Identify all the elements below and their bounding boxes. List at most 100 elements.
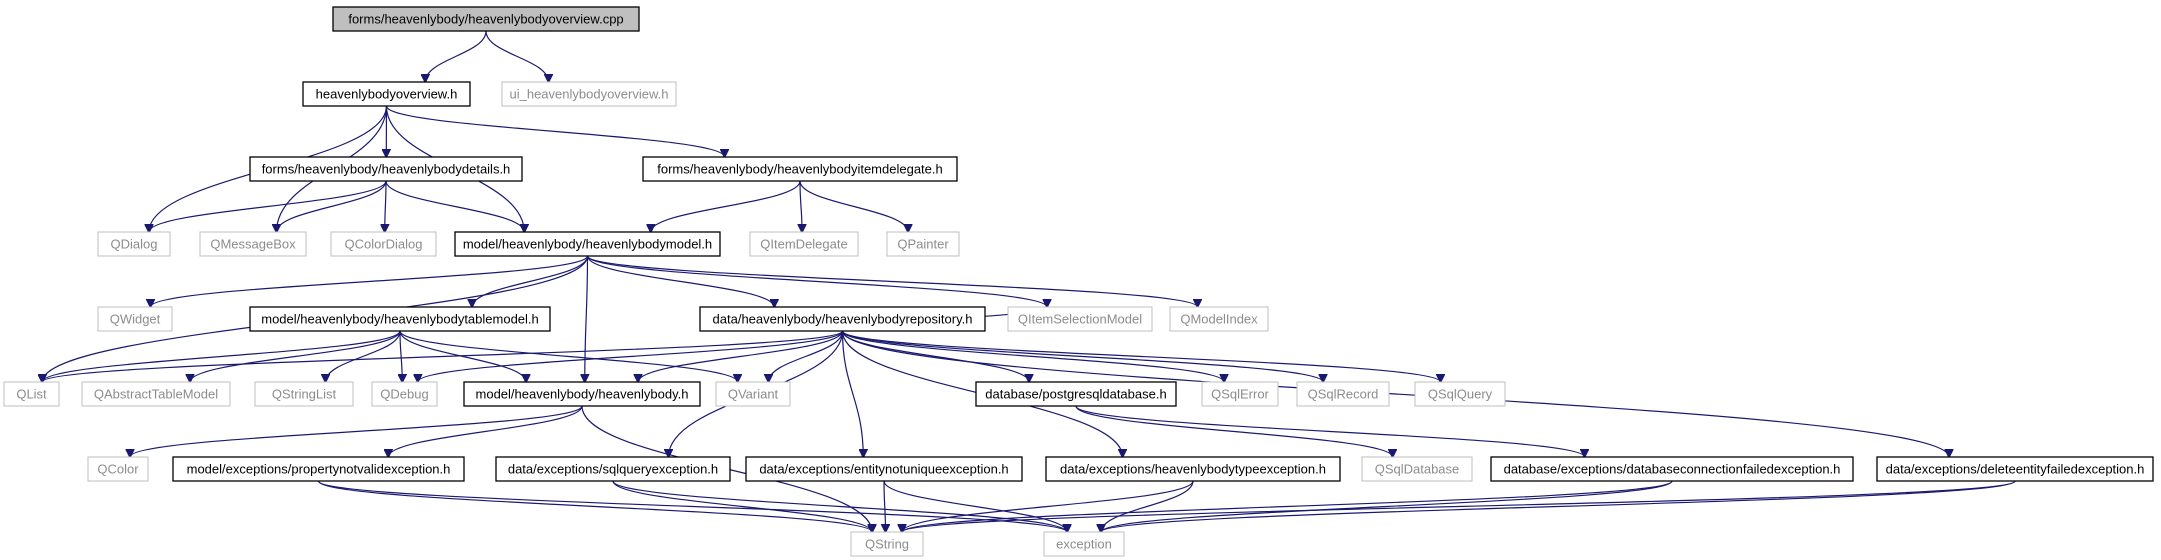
node-exception: exception: [1043, 531, 1125, 557]
node-box: [1201, 381, 1279, 407]
node-root[interactable]: forms/heavenlybody/heavenlybodyoverview.…: [332, 6, 640, 32]
node-QSqlQuery: QSqlQuery: [1414, 381, 1506, 407]
edge-body_h-to-propnotvalid_h: [388, 405, 583, 457]
node-box: [642, 156, 958, 182]
node-label: QColorDialog: [344, 237, 422, 252]
node-QSqlDatabase: QSqlDatabase: [1361, 456, 1473, 482]
edge-overview_h-to-itemdelegate_h: [385, 105, 725, 157]
node-box: [463, 381, 701, 407]
node-dbconnfailed-h[interactable]: database/exceptions/databaseconnectionfa…: [1490, 456, 1854, 482]
node-box: [1876, 456, 2154, 482]
node-label: QSqlRecord: [1308, 387, 1379, 402]
edge-repository_h-to-QDebug: [418, 330, 844, 382]
node-propnotvalid-h[interactable]: model/exceptions/propertynotvalidexcepti…: [172, 456, 465, 482]
node-label: QDebug: [380, 387, 428, 402]
node-label: model/heavenlybody/heavenlybodytablemode…: [261, 312, 539, 327]
node-QItemSelectionModel: QItemSelectionModel: [1007, 306, 1153, 332]
edge-tablemodel_h-to-QStringList: [326, 330, 401, 382]
edge-tablemodel_h-to-body_h: [399, 330, 526, 382]
node-label: QString: [865, 537, 909, 552]
node-entitynotunique-h[interactable]: data/exceptions/entitynotuniqueexception…: [745, 456, 1023, 482]
node-label: forms/heavenlybody/heavenlybodydetails.h: [262, 162, 511, 177]
node-box: [715, 381, 791, 407]
node-label: QModelIndex: [1180, 312, 1258, 327]
edge-repository_h-to-entitynotunique_h: [841, 330, 864, 457]
node-label: QDialog: [111, 237, 158, 252]
edge-model_h-to-QItemSelectionModel: [586, 255, 1048, 307]
node-ui-overview-h: ui_heavenlybodyoverview.h: [501, 81, 677, 107]
node-postgres-h[interactable]: database/postgresqldatabase.h: [975, 381, 1177, 407]
edge-itemdelegate_h-to-QPainter: [799, 180, 908, 232]
node-box: [97, 231, 171, 257]
node-tablemodel-h[interactable]: model/heavenlybody/heavenlybodytablemode…: [249, 306, 551, 332]
node-box: [745, 456, 1023, 482]
edge-model_h-to-tablemodel_h: [472, 255, 589, 307]
edge-deleteentity_h-to-QString: [902, 480, 2016, 532]
node-QPainter: QPainter: [886, 231, 960, 257]
edge-model_h-to-body_h: [585, 255, 588, 382]
node-label: data/exceptions/deleteentityfailedexcept…: [1886, 462, 2145, 477]
node-box: [886, 231, 960, 257]
node-label: QVariant: [728, 387, 779, 402]
node-box: [699, 306, 986, 332]
node-box: [81, 381, 231, 407]
node-label: QSqlDatabase: [1375, 462, 1460, 477]
edge-sqlquery_h-to-QString: [612, 480, 872, 532]
node-QList: QList: [3, 381, 60, 407]
node-QAbstractTableModel: QAbstractTableModel: [81, 381, 231, 407]
node-box: [87, 456, 149, 482]
edge-entitynotunique_h-to-QString: [884, 480, 886, 532]
node-box: [1043, 531, 1125, 557]
node-box: [1490, 456, 1854, 482]
node-QColor: QColor: [87, 456, 149, 482]
edge-dbconnfailed_h-to-exception: [1101, 480, 1673, 532]
node-label: QSqlError: [1211, 387, 1269, 402]
edge-details_h-to-model_h: [385, 180, 524, 232]
node-label: QItemSelectionModel: [1018, 312, 1142, 327]
node-itemdelegate-h[interactable]: forms/heavenlybody/heavenlybodyitemdeleg…: [642, 156, 958, 182]
node-QColorDialog: QColorDialog: [330, 231, 437, 257]
node-box: [249, 306, 551, 332]
edge-details_h-to-QDialog: [149, 180, 387, 232]
node-label: data/heavenlybody/heavenlybodyrepository…: [713, 312, 973, 327]
edge-postgres_h-to-QSqlDatabase: [1075, 405, 1393, 457]
node-box: [1007, 306, 1153, 332]
node-bodytype-h[interactable]: data/exceptions/heavenlybodytypeexceptio…: [1045, 456, 1341, 482]
node-label: QMessageBox: [210, 237, 296, 252]
node-QDialog: QDialog: [97, 231, 171, 257]
edge-deleteentity_h-to-exception: [1101, 480, 2016, 532]
node-label: model/heavenlybody/heavenlybodymodel.h: [463, 237, 712, 252]
edge-repository_h-to-QVariant: [769, 330, 844, 382]
node-box: [249, 156, 523, 182]
node-details-h[interactable]: forms/heavenlybody/heavenlybodydetails.h: [249, 156, 523, 182]
edge-itemdelegate_h-to-QItemDelegate: [800, 180, 802, 232]
node-label: data/exceptions/entitynotuniqueexception…: [759, 462, 1008, 477]
node-label: QList: [16, 387, 47, 402]
node-body-h[interactable]: model/heavenlybody/heavenlybody.h: [463, 381, 701, 407]
node-overview-h[interactable]: heavenlybodyoverview.h: [302, 81, 471, 107]
node-QItemDelegate: QItemDelegate: [749, 231, 859, 257]
node-label: exception: [1056, 537, 1112, 552]
edge-sqlquery_h-to-exception: [612, 480, 1067, 532]
nodes-layer: forms/heavenlybody/heavenlybodyoverview.…: [3, 6, 2154, 557]
node-model-h[interactable]: model/heavenlybody/heavenlybodymodel.h: [454, 231, 721, 257]
node-label: data/exceptions/heavenlybodytypeexceptio…: [1060, 462, 1326, 477]
node-label: heavenlybodyoverview.h: [316, 87, 458, 102]
node-box: [1414, 381, 1506, 407]
edge-model_h-to-QModelIndex: [586, 255, 1198, 307]
node-box: [330, 231, 437, 257]
node-box: [332, 6, 640, 32]
node-deleteentity-h[interactable]: data/exceptions/deleteentityfailedexcept…: [1876, 456, 2154, 482]
node-label: QStringList: [272, 387, 337, 402]
edge-repository_h-to-QSqlRecord: [841, 330, 1324, 382]
node-repository-h[interactable]: data/heavenlybody/heavenlybodyrepository…: [699, 306, 986, 332]
node-QModelIndex: QModelIndex: [1169, 306, 1269, 332]
edge-model_h-to-QWidget: [151, 255, 589, 307]
edge-body_h-to-QColor: [130, 405, 583, 457]
node-box: [749, 231, 859, 257]
node-label: QAbstractTableModel: [94, 387, 218, 402]
edge-bodytype_h-to-QString: [902, 480, 1194, 532]
node-sqlquery-h[interactable]: data/exceptions/sqlqueryexception.h: [495, 456, 731, 482]
node-box: [495, 456, 731, 482]
node-box: [3, 381, 60, 407]
